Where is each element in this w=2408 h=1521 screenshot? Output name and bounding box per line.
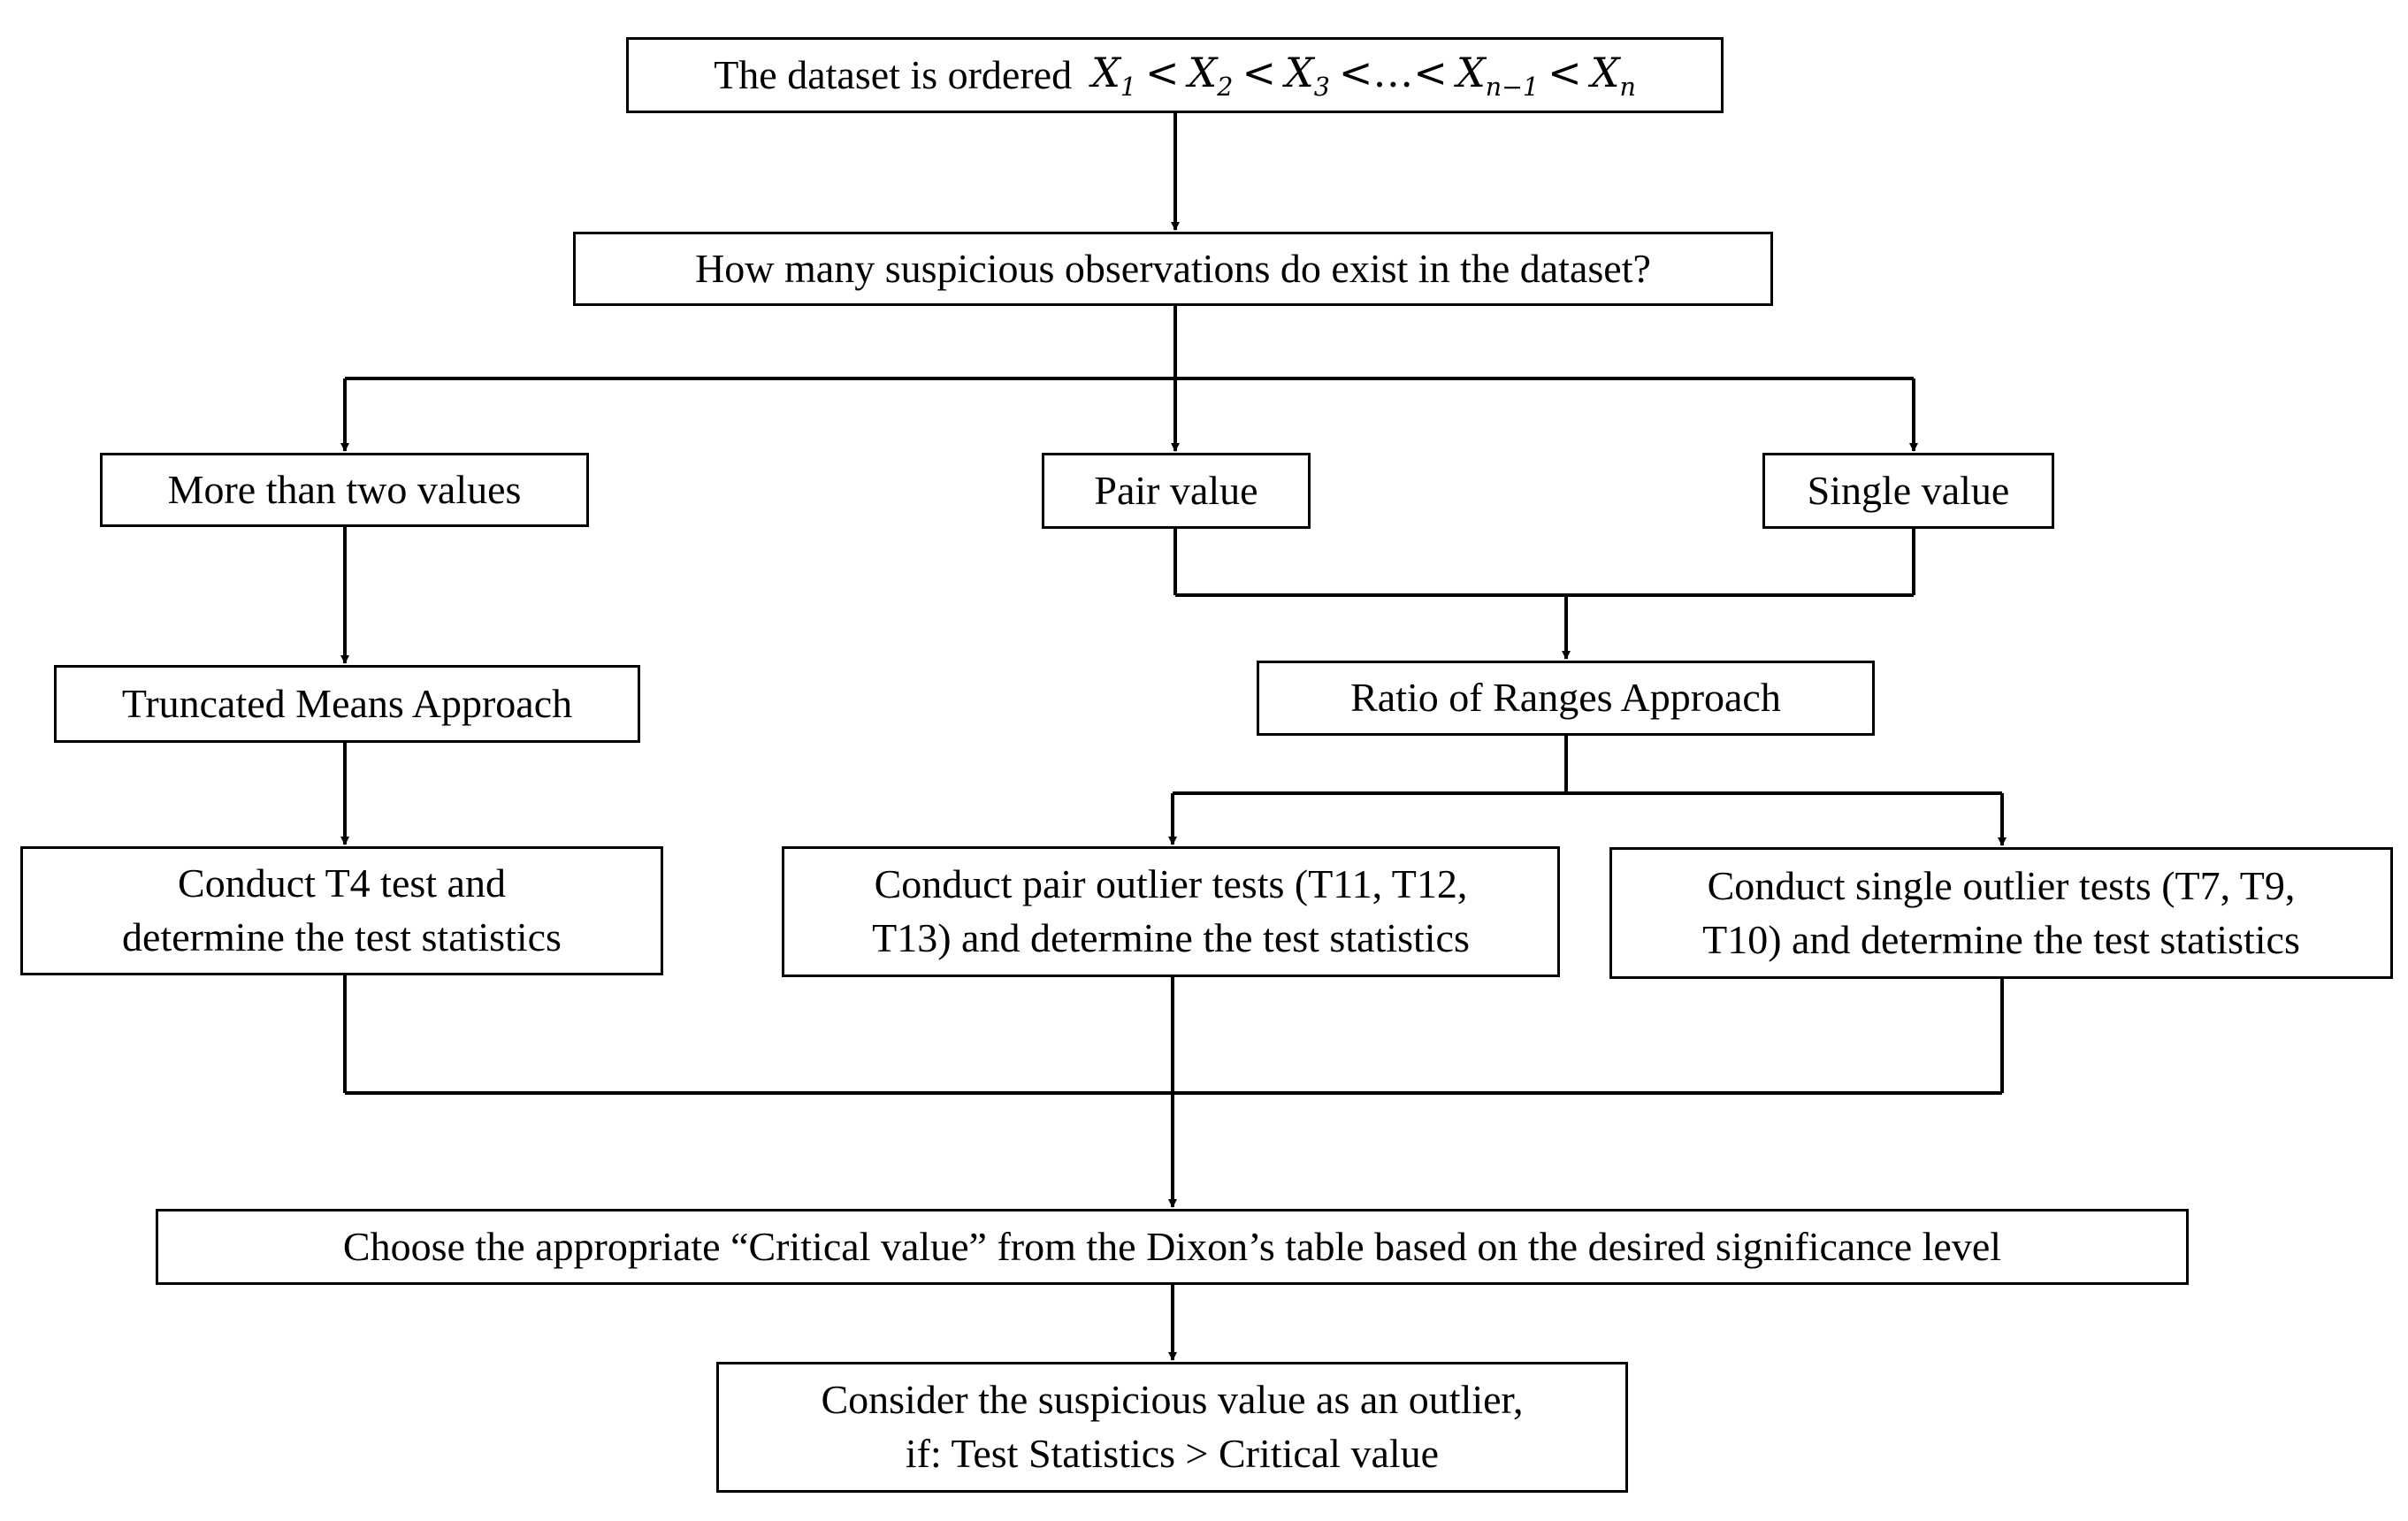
truncated-means-approach-label: Truncated Means Approach bbox=[121, 680, 573, 726]
pair-outlier-tests-line1: Conduct pair outlier tests (T11, T12, bbox=[874, 861, 1468, 907]
start-box: The dataset is ordered X1<X2<X3<…<Xn−1<X… bbox=[626, 37, 1724, 113]
formula-subscript: n−1 bbox=[1485, 73, 1540, 103]
t4-test-line2: determine the test statistics bbox=[122, 914, 562, 959]
formula-separator: < bbox=[1242, 49, 1276, 97]
critical-value-box: Choose the appropriate “Critical value” … bbox=[156, 1209, 2189, 1285]
formula-term: Xn−1 bbox=[1456, 49, 1540, 103]
formula-term: X3 bbox=[1284, 49, 1330, 103]
formula-subscript: 2 bbox=[1217, 73, 1234, 103]
pair-outlier-tests-box: Conduct pair outlier tests (T11, T12, T1… bbox=[782, 846, 1560, 977]
formula-term: Xn bbox=[1590, 49, 1636, 103]
ordered-sequence-formula: X1<X2<X3<…<Xn−1<Xn bbox=[1091, 46, 1636, 104]
single-outlier-tests-line1: Conduct single outlier tests (T7, T9, bbox=[1707, 862, 2296, 908]
formula-subscript: 1 bbox=[1120, 73, 1136, 103]
formula-subscript: 3 bbox=[1313, 73, 1330, 103]
conclusion-box: Consider the suspicious value as an outl… bbox=[716, 1362, 1628, 1493]
conclusion-line2: if: Test Statistics > Critical value bbox=[905, 1431, 1440, 1476]
single-outlier-tests-box: Conduct single outlier tests (T7, T9, T1… bbox=[1609, 847, 2393, 979]
truncated-means-approach-box: Truncated Means Approach bbox=[54, 665, 640, 743]
single-value-box: Single value bbox=[1762, 453, 2054, 529]
question-text: How many suspicious observations do exis… bbox=[695, 245, 1651, 291]
formula-separator: < bbox=[1548, 49, 1582, 97]
ratio-of-ranges-approach-box: Ratio of Ranges Approach bbox=[1257, 661, 1875, 736]
more-than-two-values-box: More than two values bbox=[100, 453, 589, 527]
question-box: How many suspicious observations do exis… bbox=[573, 232, 1773, 306]
pair-value-label: Pair value bbox=[1094, 467, 1258, 513]
pair-outlier-tests-line2: T13) and determine the test statistics bbox=[872, 915, 1470, 960]
t4-test-line1: Conduct T4 test and bbox=[178, 860, 506, 906]
formula-separator: <…< bbox=[1338, 49, 1448, 97]
ratio-of-ranges-approach-label: Ratio of Ranges Approach bbox=[1350, 675, 1781, 721]
more-than-two-values-label: More than two values bbox=[167, 466, 522, 512]
start-prefix: The dataset is ordered bbox=[714, 51, 1073, 97]
single-value-label: Single value bbox=[1807, 467, 2010, 513]
formula-subscript: n bbox=[1619, 73, 1636, 103]
conclusion-line1: Consider the suspicious value as an outl… bbox=[821, 1377, 1524, 1423]
formula-separator: < bbox=[1144, 49, 1180, 97]
single-outlier-tests-line2: T10) and determine the test statistics bbox=[1702, 916, 2300, 962]
formula-term: X2 bbox=[1188, 49, 1234, 103]
critical-value-text: Choose the appropriate “Critical value” … bbox=[342, 1223, 2002, 1269]
t4-test-box: Conduct T4 test and determine the test s… bbox=[20, 846, 663, 975]
pair-value-box: Pair value bbox=[1042, 453, 1311, 529]
formula-term: X1 bbox=[1091, 49, 1136, 103]
